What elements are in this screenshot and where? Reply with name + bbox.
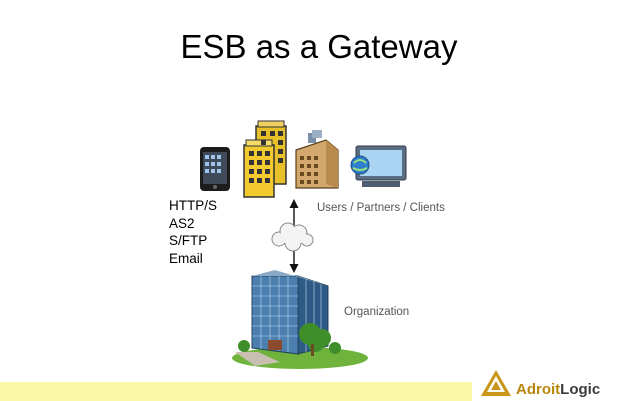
internet-cloud-icon	[272, 223, 313, 251]
computer-monitor-icon	[351, 146, 406, 187]
protocol-list: HTTP/S AS2 S/FTP Email	[169, 197, 217, 267]
protocol-item: Email	[169, 250, 217, 268]
users-partners-clients-label: Users / Partners / Clients	[317, 202, 445, 214]
protocol-item: HTTP/S	[169, 197, 217, 215]
mobile-phone-icon	[200, 147, 230, 191]
adroitlogic-logo-icon	[481, 370, 511, 396]
footer-bar	[0, 382, 472, 401]
protocol-item: S/FTP	[169, 232, 217, 250]
factory-icon	[296, 130, 338, 188]
organization-label: Organization	[344, 306, 409, 318]
brand-name-part2: Logic	[560, 381, 600, 398]
protocol-item: AS2	[169, 215, 217, 233]
brand-name-part1: Adroit	[516, 381, 560, 398]
brand-name: AdroitLogic	[516, 381, 600, 398]
office-buildings-icon	[244, 121, 286, 197]
organization-building-icon	[232, 270, 368, 369]
